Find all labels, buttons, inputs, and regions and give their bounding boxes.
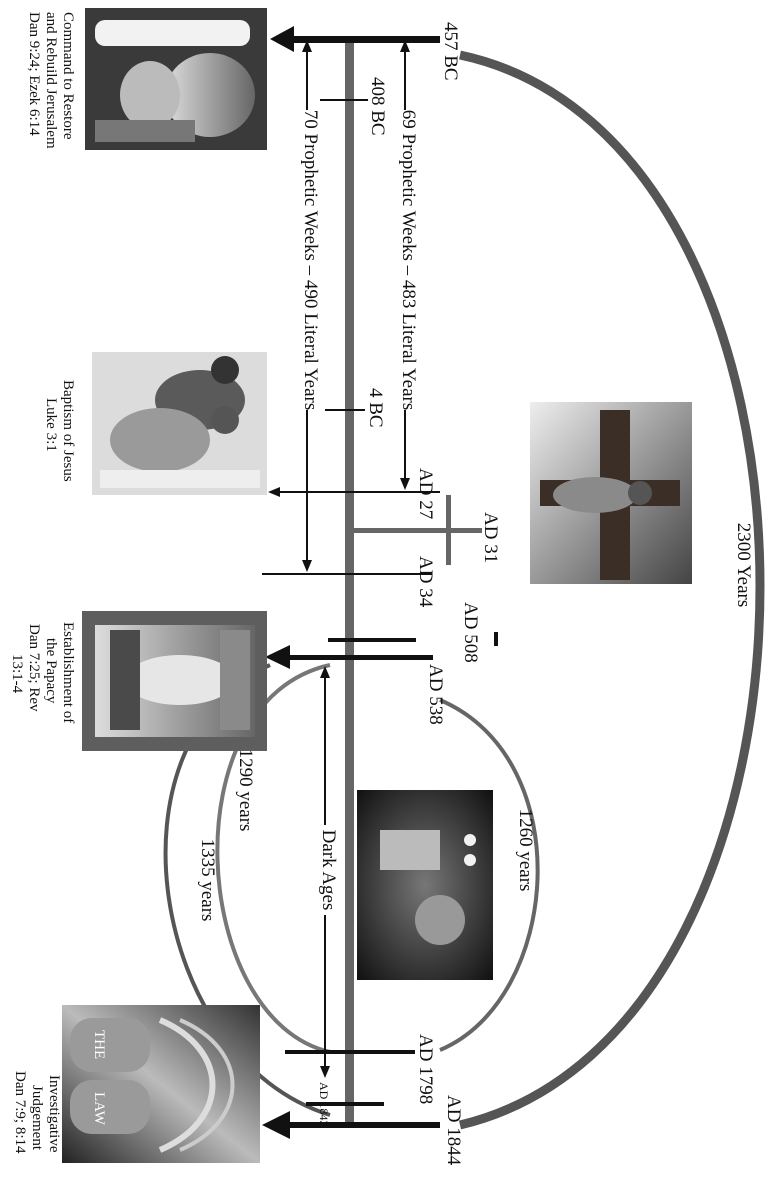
image-command-restore bbox=[85, 8, 267, 150]
arrowhead-dark-ages-top bbox=[320, 666, 330, 678]
svg-text:Command to Restoreand Rebuild: Command to Restoreand Rebuild JerusalemD… bbox=[26, 12, 76, 149]
arc-1290-years bbox=[215, 663, 331, 1054]
image-baptism bbox=[92, 352, 267, 495]
arrowhead-dark-ages-bottom bbox=[320, 1066, 330, 1078]
caption-command: Command to Restoreand Rebuild JerusalemD… bbox=[26, 12, 76, 149]
label-1335-years: 1335 years bbox=[197, 839, 218, 922]
arrowhead-ad538 bbox=[265, 645, 290, 669]
svg-text:InvestigativeJudgementDan 7:9;: InvestigativeJudgementDan 7:9; 8:14 bbox=[12, 1071, 62, 1154]
arrowhead-69-weeks-bottom bbox=[400, 478, 410, 490]
arc-1260-years bbox=[439, 698, 540, 1052]
label-2300-years: 2300 Years bbox=[733, 523, 754, 607]
cross-ad31-beam bbox=[352, 528, 482, 533]
date-408bc: 408 BC bbox=[367, 77, 388, 136]
arc-2300-years bbox=[458, 50, 765, 1130]
caption-judgement: InvestigativeJudgementDan 7:9; 8:14 bbox=[12, 1071, 62, 1154]
main-timeline bbox=[345, 38, 354, 1128]
label-69-weeks: 69 Prophetic Weeks – 483 Literal Years bbox=[398, 110, 419, 410]
date-ad31: AD 31 bbox=[480, 512, 501, 563]
label-1260-years: 1260 years bbox=[515, 809, 536, 892]
date-457bc: 457 BC bbox=[440, 22, 461, 81]
caption-baptism: Baptism of JesusLuke 3:1 bbox=[43, 380, 76, 482]
arrowhead-69-weeks-top bbox=[400, 40, 410, 52]
tick-457bc bbox=[292, 36, 440, 43]
image-crucifixion bbox=[530, 402, 692, 584]
arrowhead-ad1844 bbox=[262, 1111, 290, 1139]
date-ad34: AD 34 bbox=[415, 556, 436, 608]
image-papacy bbox=[82, 611, 267, 751]
image-law-judgement bbox=[62, 1005, 260, 1163]
date-ad508: AD 508 bbox=[460, 602, 481, 663]
svg-text:LAW: LAW bbox=[91, 1092, 107, 1126]
tick-ad1798 bbox=[285, 1050, 415, 1054]
tick-ad538 bbox=[285, 655, 433, 660]
label-70-weeks: 70 Prophetic Weeks – 490 Literal Years bbox=[300, 110, 321, 410]
tick-ad508-mark bbox=[494, 632, 498, 646]
arrowhead-ad27 bbox=[268, 487, 280, 497]
image-dark-ages bbox=[357, 790, 493, 980]
date-ad1798: AD 1798 bbox=[415, 1034, 436, 1104]
svg-text:THE: THE bbox=[91, 1030, 107, 1059]
law-tablet-text: THE LAW bbox=[91, 1030, 107, 1126]
date-4bc: 4 BC bbox=[365, 388, 386, 428]
label-dark-ages: Dark Ages bbox=[318, 830, 339, 911]
tick-ad508 bbox=[328, 638, 416, 642]
arrowhead-457bc bbox=[270, 26, 294, 52]
label-1290-years: 1290 years bbox=[235, 749, 256, 832]
svg-text:Baptism of JesusLuke 3:1: Baptism of JesusLuke 3:1 bbox=[43, 380, 76, 482]
svg-text:Establishment ofthe PapacyDan: Establishment ofthe PapacyDan 7:25; Rev1… bbox=[9, 622, 76, 723]
tick-ad1844 bbox=[285, 1122, 440, 1128]
tick-ad1843 bbox=[306, 1102, 384, 1106]
arrowhead-70-weeks-top bbox=[302, 40, 312, 52]
date-ad538: AD 538 bbox=[425, 664, 446, 725]
date-ad27: AD 27 bbox=[415, 468, 436, 519]
arrowhead-70-weeks-bottom bbox=[302, 560, 312, 572]
date-ad1843: AD 1843 bbox=[317, 1082, 331, 1126]
date-ad1844: AD 1844 bbox=[443, 1095, 464, 1166]
caption-papacy: Establishment ofthe PapacyDan 7:25; Rev1… bbox=[9, 622, 76, 723]
